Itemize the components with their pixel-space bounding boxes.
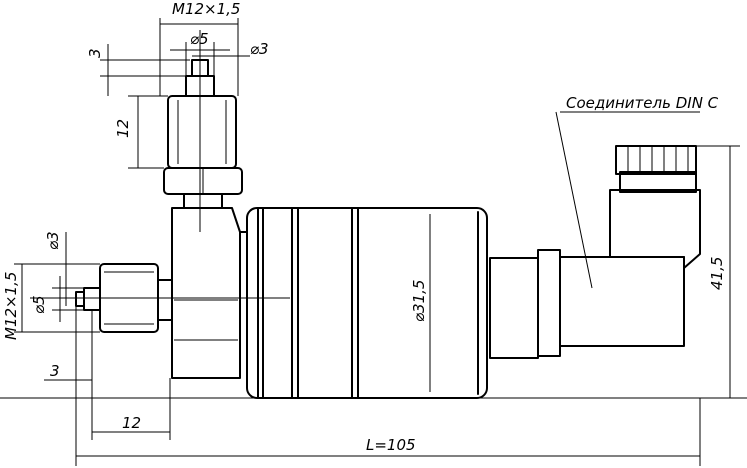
top-thread-label: M12×1,5	[172, 0, 240, 18]
top-step-label: 3	[86, 48, 104, 58]
din-connector-assembly	[489, 145, 701, 359]
left-fitting	[30, 263, 290, 333]
left-diameter-inner-label: ⌀3	[44, 231, 62, 250]
top-fitting	[163, 30, 243, 232]
main-body	[246, 207, 488, 399]
top-diameter-outer-label: ⌀5	[190, 30, 209, 48]
left-diameter-outer-label: ⌀5	[30, 295, 48, 314]
connector-label: Соединитель DIN C	[566, 94, 719, 112]
dimensions	[0, 18, 747, 466]
bottom-12-label: 12	[122, 414, 141, 432]
body-diameter-label: ⌀31,5	[410, 280, 428, 322]
top-height-label: 12	[114, 119, 132, 138]
top-diameter-inner-label: ⌀3	[250, 40, 269, 58]
right-height-label: 41,5	[708, 257, 726, 290]
left-housing	[171, 207, 248, 379]
left-step-label: 3	[50, 362, 60, 380]
left-thread-label: M12×1,5	[2, 272, 20, 340]
total-length-label: L=105	[366, 436, 416, 454]
